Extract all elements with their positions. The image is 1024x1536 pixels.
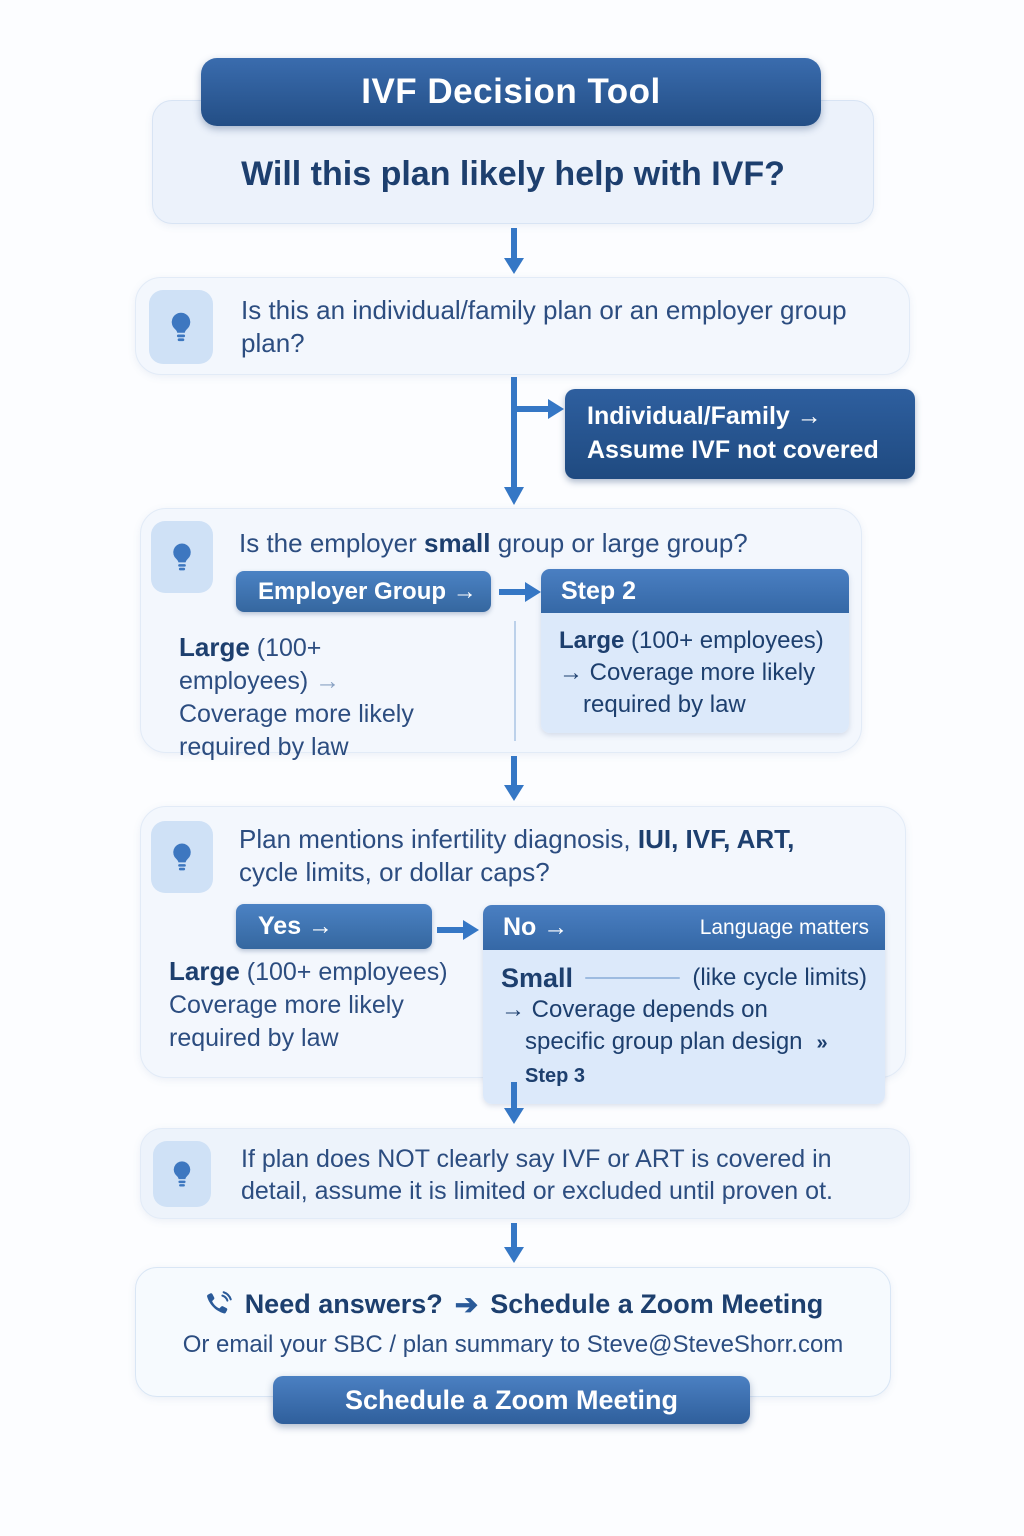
individual-family-outcome: Individual/Family → Assume IVF not cover… [565, 389, 915, 479]
cycle-limits-note: (like cycle limits) [692, 964, 867, 991]
header-question: Will this plan likely help with IVF? [241, 155, 785, 193]
step2-question-text: Is the employer [239, 528, 424, 558]
step3-reference: » Step 3 [525, 1032, 828, 1087]
step2-large-line: Large (100+ employees) → [179, 632, 341, 695]
down-arrow-icon [504, 228, 524, 274]
down-arrow-icon [504, 1082, 524, 1124]
no-result-panel: No → Language matters Small (like cycle … [483, 905, 885, 1104]
small-label: Small [501, 963, 574, 993]
step3-large-line: Large (100+ employees) [169, 956, 448, 986]
step2-panel-header: Step 2 [541, 569, 849, 613]
email-instruction: Or email your SBC / plan summary to Stev… [182, 1331, 844, 1358]
step3-large-note: Large (100+ employees) Coverage more lik… [169, 955, 449, 1055]
step3-question-bold: IUI, IVF, ART, [637, 824, 795, 854]
page-title: IVF Decision Tool [201, 58, 821, 126]
schedule-zoom-link[interactable]: Schedule a Zoom Meeting [490, 1289, 824, 1319]
down-arrow-icon [504, 756, 524, 801]
step3-question-text: Plan mentions infertility diagnosis, [239, 824, 638, 854]
step2-result-panel: Step 2 Large (100+ employees) → Coverage… [541, 569, 849, 733]
no-panel-note2: specific group plan design» Step 3 [525, 1028, 828, 1087]
down-arrow-icon [504, 1223, 524, 1263]
individual-family-line1: Individual/Family → [587, 402, 822, 430]
small-row: Small (like cycle limits) [501, 962, 867, 994]
phone-icon [206, 1290, 232, 1313]
lightbulb-icon [149, 290, 213, 364]
step2-large-note: Large (100+ employees) → Coverage more l… [179, 631, 449, 764]
right-arrow-icon [499, 582, 541, 602]
gray-arrow: → [315, 667, 341, 695]
step2-large-coverage: Coverage more likely required by law [179, 700, 414, 761]
no-panel-body: Small (like cycle limits) → Coverage dep… [483, 950, 885, 1104]
need-answers-label: Need answers? [244, 1289, 443, 1319]
language-matters-note: Language matters [699, 915, 869, 939]
step4-warning: If plan does NOT clearly say IVF or ART … [241, 1145, 833, 1205]
footer-cta-row: Need answers? ➔ Schedule a Zoom Meeting [136, 1288, 890, 1321]
no-panel-header[interactable]: No → Language matters [483, 905, 885, 950]
right-arrow-icon [437, 920, 479, 940]
step3-large-coverage: Coverage more likely required by law [169, 991, 404, 1052]
step2-question: Is the employer small group or large gro… [239, 527, 839, 560]
step2-panel-size: Large (100+ employees) [559, 627, 824, 654]
step4-card: If plan does NOT clearly say IVF or ART … [140, 1128, 910, 1219]
yes-button[interactable]: Yes → [236, 904, 432, 949]
individual-family-line2: Assume IVF not covered [587, 436, 879, 464]
schedule-zoom-button[interactable]: Schedule a Zoom Meeting [273, 1376, 750, 1424]
employer-group-button[interactable]: Employer Group → [236, 571, 491, 612]
step2-card: Is the employer small group or large gro… [140, 508, 862, 761]
lightbulb-icon [151, 521, 213, 593]
footer-card: Need answers? ➔ Schedule a Zoom Meeting … [135, 1267, 891, 1397]
right-arrow-icon [514, 399, 564, 419]
no-panel-note1: → Coverage depends on [501, 996, 768, 1023]
step2-question-bold: small [423, 528, 491, 558]
step2-panel-note1: → Coverage more likely [559, 659, 816, 686]
step1-card: Is this an individual/family plan or an … [135, 277, 910, 375]
footer-arrow-icon: ➔ [454, 1289, 479, 1320]
lightbulb-icon [151, 821, 213, 893]
step1-question: Is this an individual/family plan or an … [241, 295, 847, 358]
lightbulb-icon [153, 1141, 211, 1207]
step2-panel-note2: required by law [583, 691, 746, 718]
connector-line [585, 977, 681, 979]
step2-question-text: group or large group? [490, 528, 748, 558]
no-label[interactable]: No → [503, 913, 569, 941]
step3-question: Plan mentions infertility diagnosis, IUI… [239, 823, 859, 889]
page-title-label: IVF Decision Tool [361, 72, 661, 111]
step3-question-text: cycle limits, or dollar caps? [239, 857, 550, 887]
step2-panel-body: Large (100+ employees) → Coverage more l… [541, 613, 849, 733]
column-divider [514, 621, 516, 741]
down-arrow-icon [504, 377, 524, 505]
step3-card: Plan mentions infertility diagnosis, IUI… [140, 806, 906, 1104]
